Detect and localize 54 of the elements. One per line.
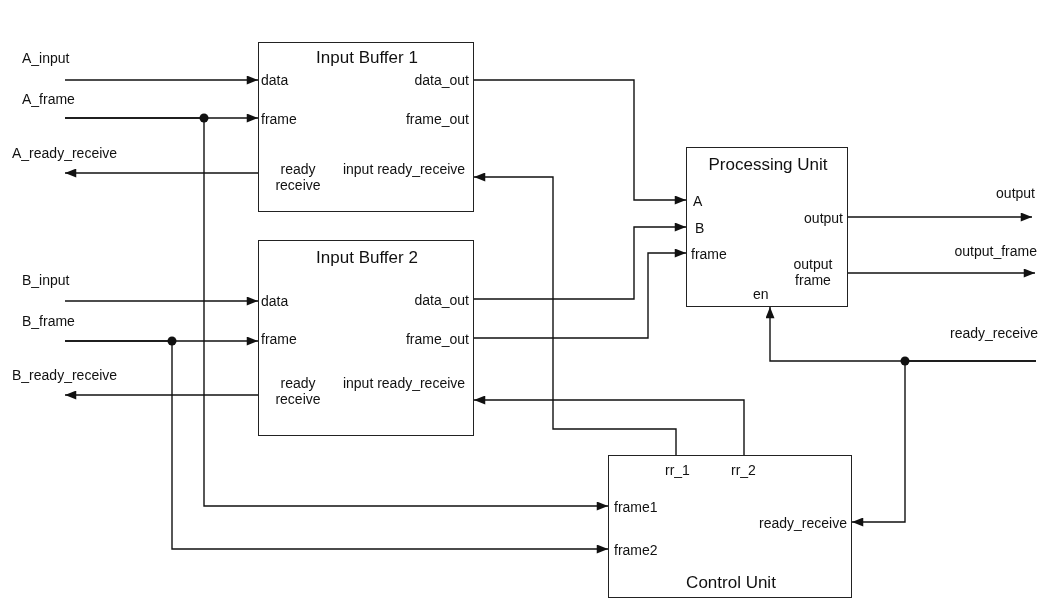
function-block xyxy=(258,240,474,436)
port-label: data xyxy=(261,72,289,88)
signal-arrow xyxy=(851,360,1037,527)
signal-label: A_frame xyxy=(22,91,112,118)
block-title: Input Buffer 1 xyxy=(315,47,419,69)
signal-label: output_frame xyxy=(912,243,1037,273)
signal-label: ready_receive xyxy=(908,325,1038,361)
function-block xyxy=(686,147,848,307)
port-label: ready receive xyxy=(274,375,322,407)
signal-label: B_ready_receive xyxy=(12,367,162,395)
signal-arrow xyxy=(473,222,687,300)
port-label: ready receive xyxy=(274,161,322,193)
block-title: Control Unit xyxy=(685,572,777,594)
signal-label: B_input xyxy=(22,272,112,301)
port-label: frame2 xyxy=(614,542,658,558)
signal-label: B_frame xyxy=(22,313,112,341)
port-label: frame xyxy=(261,111,297,127)
signal-arrow xyxy=(473,395,745,456)
port-label: A xyxy=(693,193,703,209)
port-label: B xyxy=(695,220,705,236)
port-label: input ready_receive xyxy=(341,161,467,177)
port-label: data xyxy=(261,293,289,309)
port-label: ready_receive xyxy=(759,515,847,531)
port-label: data_out xyxy=(414,72,469,88)
signal-arrow xyxy=(64,390,259,400)
block-title: Input Buffer 2 xyxy=(315,247,419,269)
port-label: frame xyxy=(261,331,297,347)
port-label: output xyxy=(804,210,843,226)
signal-arrow xyxy=(64,340,609,554)
port-label: rr_1 xyxy=(665,462,690,478)
signal-label: A_ready_receive xyxy=(12,145,162,173)
signal-arrow xyxy=(64,75,259,85)
port-label: output frame xyxy=(792,256,834,288)
signal-arrow xyxy=(64,168,259,178)
function-block xyxy=(608,455,852,598)
port-label: input ready_receive xyxy=(341,375,467,391)
port-label: rr_2 xyxy=(731,462,756,478)
port-label: frame xyxy=(691,246,727,262)
port-label: frame_out xyxy=(405,331,469,347)
signal-arrow xyxy=(473,79,687,205)
block-title: Processing Unit xyxy=(707,154,829,176)
port-label: data_out xyxy=(414,292,469,308)
port-label: frame_out xyxy=(405,111,469,127)
signal-label: output xyxy=(945,185,1035,217)
signal-arrow xyxy=(64,296,259,306)
signal-label: A_input xyxy=(22,50,112,80)
signal-arrow xyxy=(473,172,677,456)
port-label: en xyxy=(753,286,769,302)
port-label: frame1 xyxy=(614,499,658,515)
signal-arrow xyxy=(847,212,1033,222)
signal-arrow xyxy=(64,117,609,511)
function-block xyxy=(258,42,474,212)
signal-arrow xyxy=(473,248,687,339)
signal-arrow xyxy=(847,268,1036,278)
